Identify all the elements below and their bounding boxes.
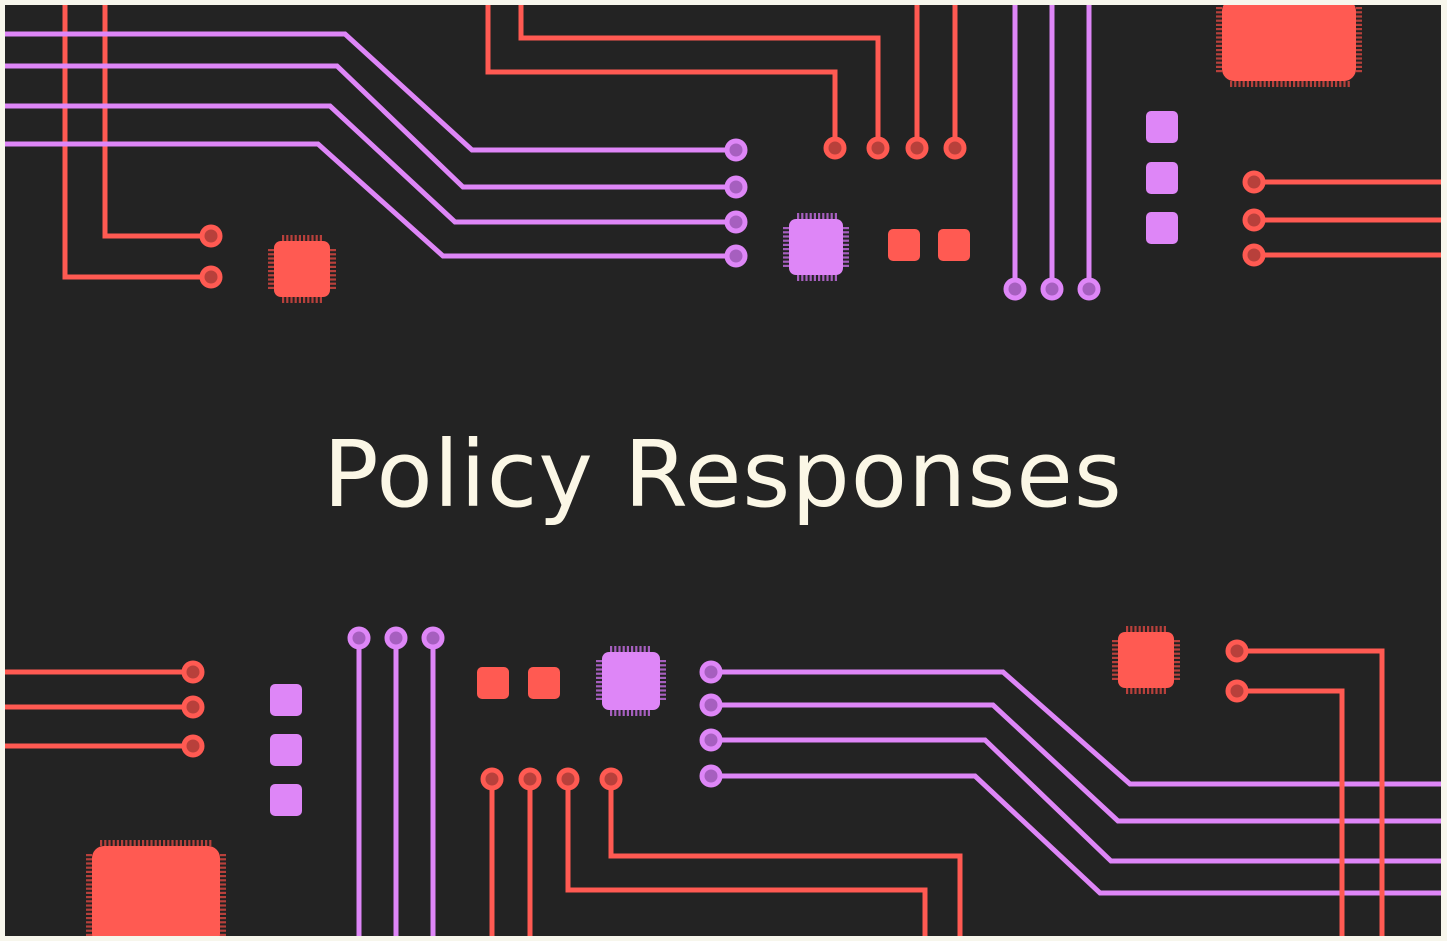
trace-group-violet-top-right — [1012, 5, 1092, 289]
circuit-board-illustration — [5, 5, 1441, 936]
square-pads-red — [477, 229, 970, 699]
square-pads-violet — [270, 111, 1178, 816]
trace-group-red-bottom-right — [1237, 648, 1385, 936]
trace-group-red-bottom-left — [5, 669, 193, 749]
page-title: Policy Responses — [323, 421, 1123, 528]
trace-group-violet-top-left — [5, 31, 734, 259]
cover-card: Policy Responses — [5, 5, 1441, 936]
solder-pads-red — [181, 136, 1266, 791]
trace-group-red-bottom-center — [489, 779, 963, 936]
trace-group-violet-bottom-right — [711, 669, 1441, 896]
microchip-red-bottom-right — [1112, 626, 1180, 694]
solder-pads-violet — [347, 138, 1101, 788]
trace-group-red-right — [1254, 179, 1441, 258]
microchip-violet-bottom-center — [596, 646, 666, 716]
microchip-red-top-left — [268, 235, 336, 303]
trace-group-violet-bottom-left — [356, 638, 436, 936]
microchip-red-top-right — [1216, 5, 1362, 87]
trace-group-red-top-center — [485, 5, 958, 148]
microchip-red-bottom-left — [86, 840, 226, 936]
trace-group-red-top-left — [62, 5, 209, 280]
microchip-violet-top-center — [783, 213, 849, 281]
